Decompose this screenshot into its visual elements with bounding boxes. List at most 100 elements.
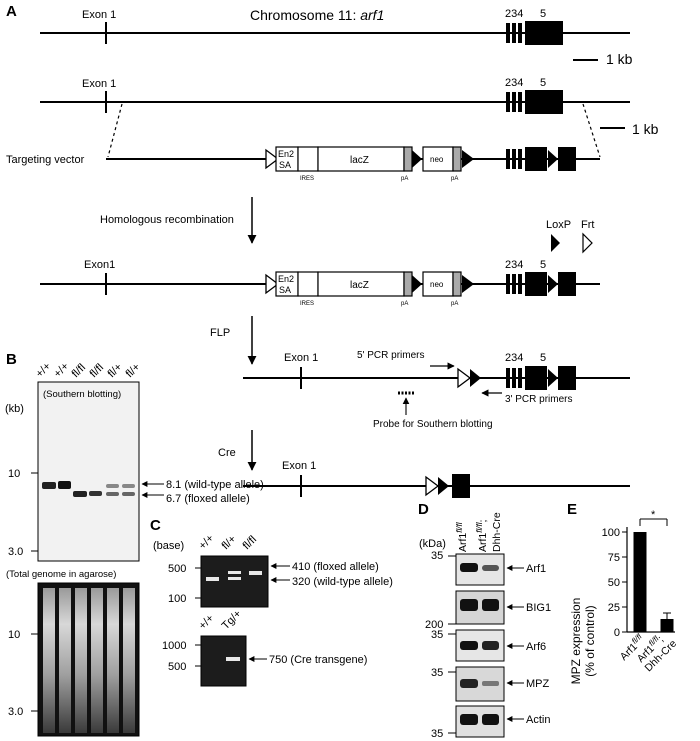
total-genome-label: (Total genome in agarose) (6, 569, 116, 580)
panel-a-title: Chromosome 11: arf1 (250, 7, 384, 23)
marker-label: 10 (8, 629, 20, 641)
b-unit: (kb) (5, 403, 24, 415)
e-ylabel-line1: MPZ expression (569, 598, 583, 685)
wild-type-locus: Exon 1 234 5 1 kb (40, 8, 633, 67)
lane-label: fl/fl (241, 534, 259, 552)
ires-label: IRES (300, 301, 314, 307)
neo-label: neo (430, 155, 444, 164)
marker-label: 10 (8, 468, 20, 480)
pa-label: pA (451, 176, 458, 182)
lane1-label: Arf1fl/fl (455, 522, 469, 552)
marker-label: 1000 (162, 640, 186, 652)
exons-234-label: 234 (505, 352, 523, 364)
lacz-label: lacZ (350, 280, 369, 291)
blot-label: MPZ (526, 678, 550, 690)
exon1-label: Exon1 (84, 259, 115, 271)
c-unit: (base) (153, 540, 184, 552)
exon5-label: 5 (540, 77, 546, 89)
pa-label: pA (451, 301, 458, 307)
e-bar (660, 619, 674, 632)
panel-letter-b: B (6, 351, 17, 368)
band-wt-label: 8.1 (wild-type allele) (166, 479, 264, 491)
pa-label: pA (401, 176, 408, 182)
deleted-allele: Exon 1 (243, 460, 630, 498)
sa-label: SA (279, 285, 291, 295)
panel-letter-d: D (418, 501, 429, 518)
panel-c: C +/+ fl/+ fl/fl (base) 500 100 410 (flo… (150, 517, 393, 687)
pa-label: pA (401, 301, 408, 307)
marker-label: 35 (431, 667, 443, 679)
lane-label: fl/fl (70, 362, 88, 380)
western-blot: 200 BIG1 (425, 590, 551, 631)
panel-e: E MPZ expression (% of control) 02550751… (567, 501, 679, 684)
blot-label: BIG1 (526, 602, 551, 614)
western-blot: 35 Arf6 (431, 629, 546, 662)
exon1-label: Exon 1 (282, 460, 316, 472)
exon1-label: Exon 1 (82, 78, 116, 90)
exons-234-label: 234 (505, 8, 523, 20)
exon5-label: 5 (540, 259, 546, 271)
d-unit: (kDa) (419, 538, 446, 550)
en2-label: En2 (278, 274, 294, 284)
exon5-label: 5 (540, 352, 546, 364)
band-320-label: 320 (wild-type allele) (292, 576, 393, 588)
flp-label: FLP (210, 327, 230, 339)
lane2-line2-label: Dhh-Cre (491, 512, 503, 552)
cre-label: Cre (218, 447, 236, 459)
band-750-label: 750 (Cre transgene) (269, 654, 367, 666)
floxed-allele: Exon 1 234 5 5' PCR primers 3' PCR prime… (243, 350, 630, 430)
exons-234-label: 234 (505, 259, 523, 271)
exon5-label: 5 (540, 8, 546, 20)
e-y-tick-label: 100 (602, 527, 620, 539)
e-y-tick-label: 75 (608, 552, 620, 564)
loxp-symbol (551, 234, 560, 252)
significance-star: * (651, 509, 656, 521)
marker-label: 3.0 (8, 546, 23, 558)
recombined-allele: Exon1 En2 SA lacZ neo IRES pA pA 234 5 (40, 259, 600, 307)
lane-label: +/+ (197, 532, 217, 552)
marker-label: 500 (168, 661, 186, 673)
lane-label: +/+ (197, 612, 217, 632)
targeting-vector: Targeting vector En2 SA lacZ neo IRES pA… (6, 146, 600, 182)
exons-234-label: 234 (505, 77, 523, 89)
panel-d: D Arf1fl/fl Arf1fl/fl; Dhh-Cre (kDa) 35 … (418, 501, 551, 740)
exon1-label: Exon 1 (82, 9, 116, 21)
marker-label: 3.0 (8, 706, 23, 718)
blot-label: Arf1 (526, 563, 546, 575)
lane2-label: Arf1fl/fl; (475, 520, 489, 552)
homologous-recombination-label: Homologous recombination (100, 214, 234, 226)
e-y-tick-label: 0 (614, 627, 620, 639)
e-bar (633, 532, 647, 632)
frt-symbol (582, 232, 593, 254)
marker-label: 200 (425, 619, 443, 631)
targeted-region-locus: Exon 1 234 5 1 kb (40, 77, 659, 158)
element-legend: LoxP Frt (546, 219, 594, 254)
panel-letter-c: C (150, 517, 161, 534)
lane-label: fl/+ (124, 361, 143, 380)
western-blot: 35 Actin (431, 705, 550, 740)
blot-label: Arf6 (526, 641, 546, 653)
panel-letter-a: A (6, 3, 17, 20)
scale-bar-label: 1 kb (632, 121, 659, 137)
band-410-label: 410 (floxed allele) (292, 561, 379, 573)
lacz-label: lacZ (350, 155, 369, 166)
en2-label: En2 (278, 149, 294, 159)
western-blot: 35 MPZ (431, 666, 550, 702)
neo-label: neo (430, 280, 444, 289)
lane-label: fl/+ (106, 361, 125, 380)
panel-b: B +/+ +/+ fl/fl fl/fl fl/+ fl/+ (kb) (So… (5, 351, 264, 737)
loxp-label: LoxP (546, 219, 571, 231)
probe-label: Probe for Southern blotting (373, 419, 493, 430)
pcr-gel-top (200, 555, 269, 608)
band-fl-label: 6.7 (floxed allele) (166, 493, 250, 505)
marker-label: 35 (431, 728, 443, 740)
marker-label: 35 (431, 550, 443, 562)
western-blot: 35 Arf1 (431, 550, 546, 586)
lane-label: fl/fl (88, 362, 106, 380)
e-y-tick-label: 50 (608, 577, 620, 589)
sa-label: SA (279, 160, 291, 170)
marker-label: 35 (431, 629, 443, 641)
pcr5-label: 5' PCR primers (357, 350, 424, 361)
panel-letter-e: E (567, 501, 577, 518)
marker-label: 500 (168, 563, 186, 575)
